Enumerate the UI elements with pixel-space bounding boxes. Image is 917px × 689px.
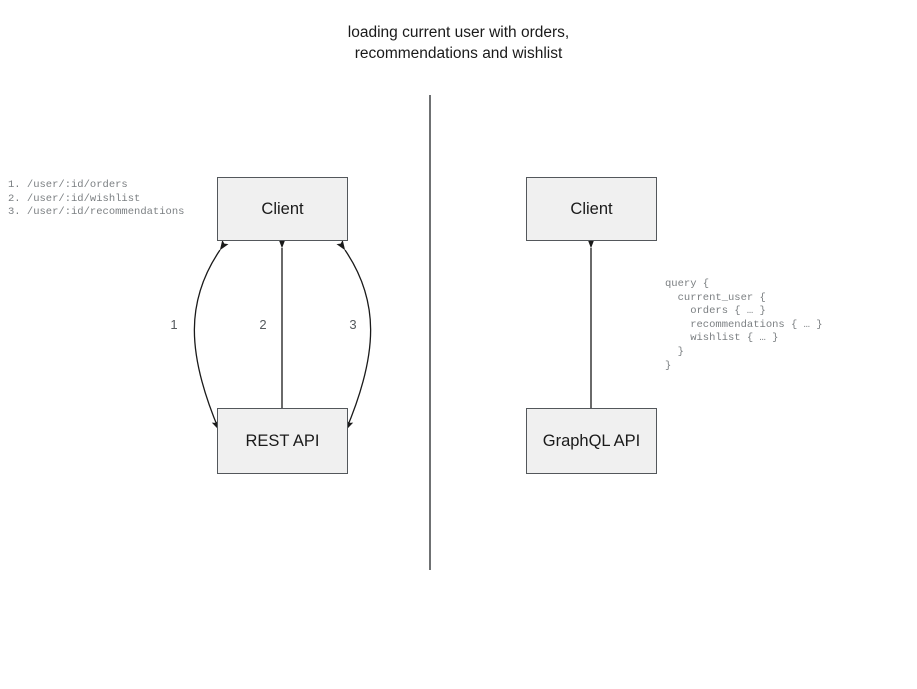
node-rest-api[interactable]: REST API — [217, 408, 348, 474]
diagram-title: loading current user with orders, recomm… — [347, 24, 570, 62]
vertical-divider — [429, 95, 431, 570]
arrow-label-3: 3 — [349, 317, 357, 332]
node-graphql-api[interactable]: GraphQL API — [526, 408, 657, 474]
rest-arrow-1 — [193, 239, 229, 431]
node-client-rest[interactable]: Client — [217, 177, 348, 241]
arrow-label-1: 1 — [170, 317, 178, 332]
node-client-graphql[interactable]: Client — [526, 177, 657, 241]
rest-endpoint-list: 1. /user/:id/orders 2. /user/:id/wishlis… — [8, 179, 185, 219]
rest-arrow-3 — [336, 239, 372, 431]
graphql-query-code: query { current_user { orders { … } reco… — [665, 278, 823, 372]
arrow-label-2: 2 — [259, 317, 267, 332]
